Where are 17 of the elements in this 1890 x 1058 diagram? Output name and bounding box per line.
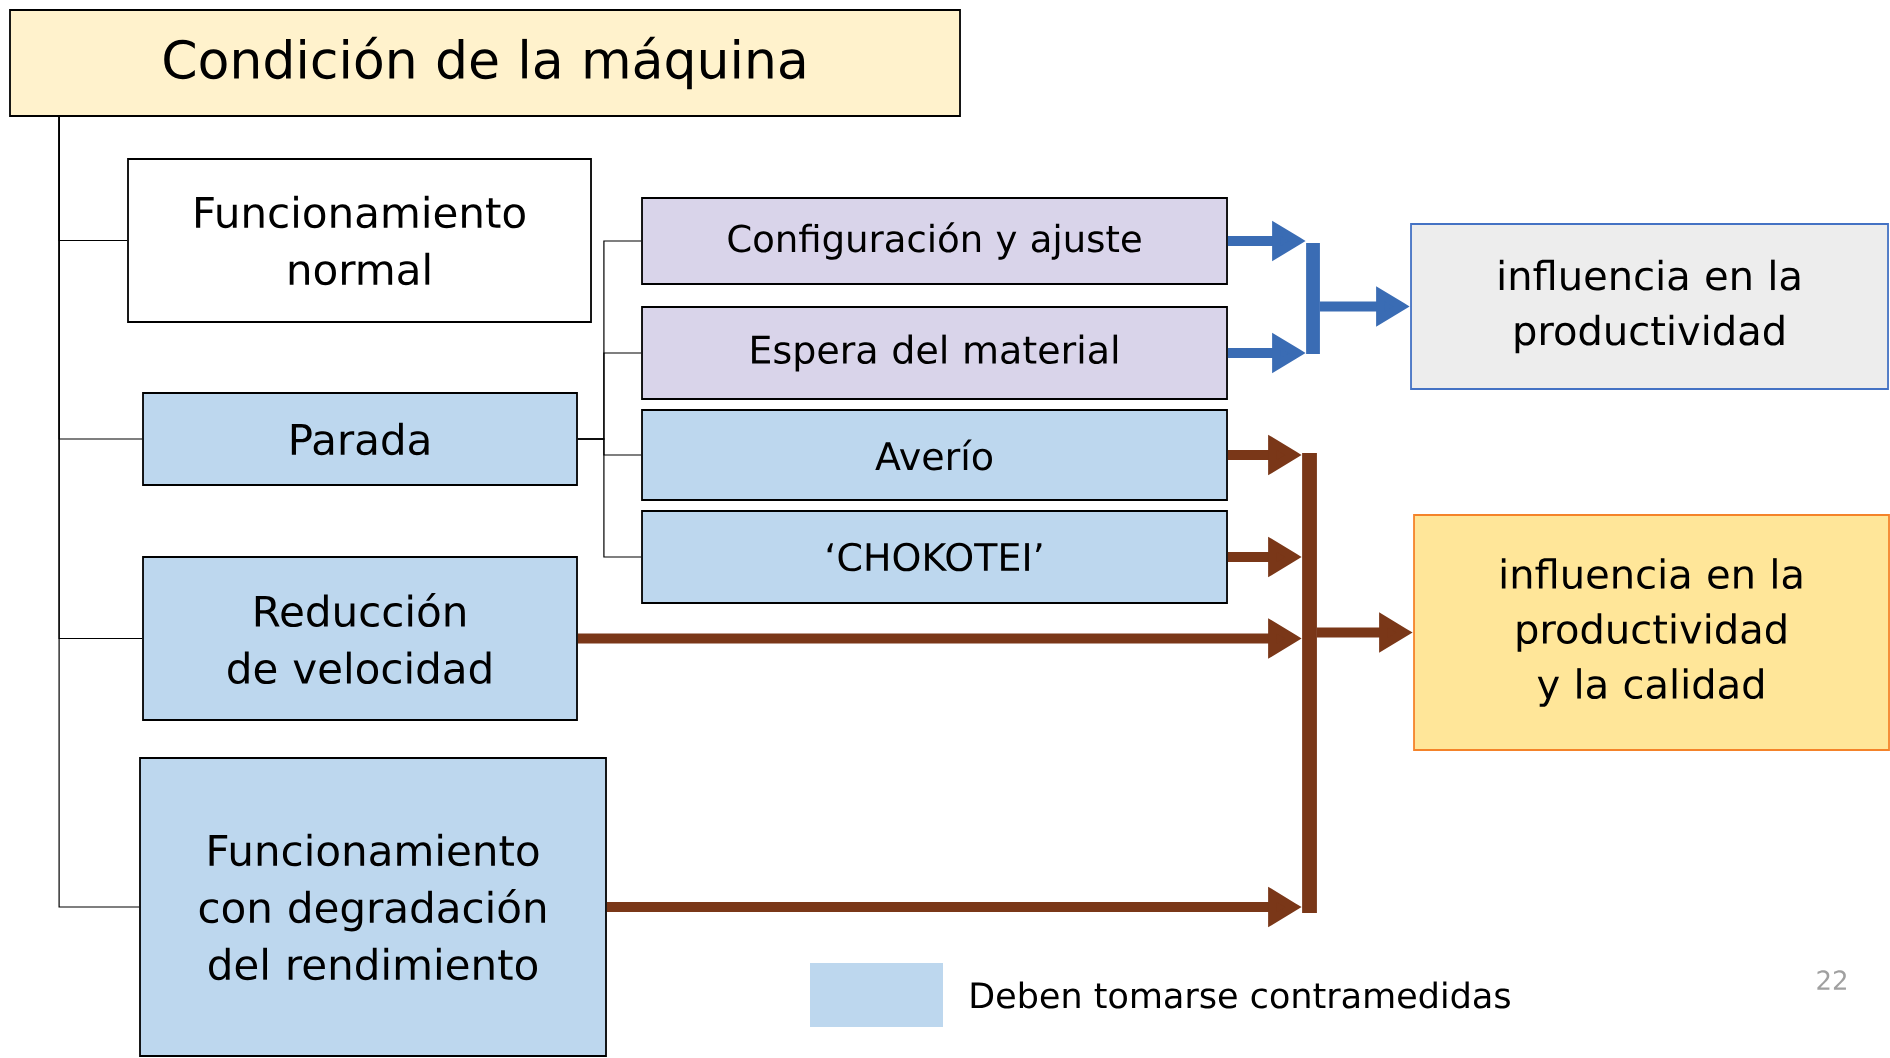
junction-bar: [1302, 453, 1317, 913]
title-box: Condición de la máquina: [9, 9, 961, 117]
page-number: 22: [1817, 970, 1846, 990]
category-box: Parada: [142, 392, 578, 486]
junction-bar: [1306, 243, 1320, 354]
cause-box: Averío: [641, 409, 1228, 501]
cause-box: Configuración y ajuste: [641, 197, 1228, 285]
connector-line: [58, 116, 140, 908]
result-box: influencia en la productividad: [1410, 223, 1889, 390]
category-box: Funcionamiento normal: [127, 158, 592, 323]
result-box: influencia en la productividad y la calidad: [1413, 514, 1890, 751]
cause-box: ‘CHOKOTEI’: [641, 510, 1228, 604]
legend-text: Deben tomarse contramedidas: [971, 981, 1510, 1009]
category-box: Funcionamiento con degradación del rendimiento: [139, 757, 607, 1057]
category-box: Reducción de velocidad: [142, 556, 578, 721]
connector-line: [577, 438, 642, 558]
cause-box: Espera del material: [641, 306, 1228, 400]
